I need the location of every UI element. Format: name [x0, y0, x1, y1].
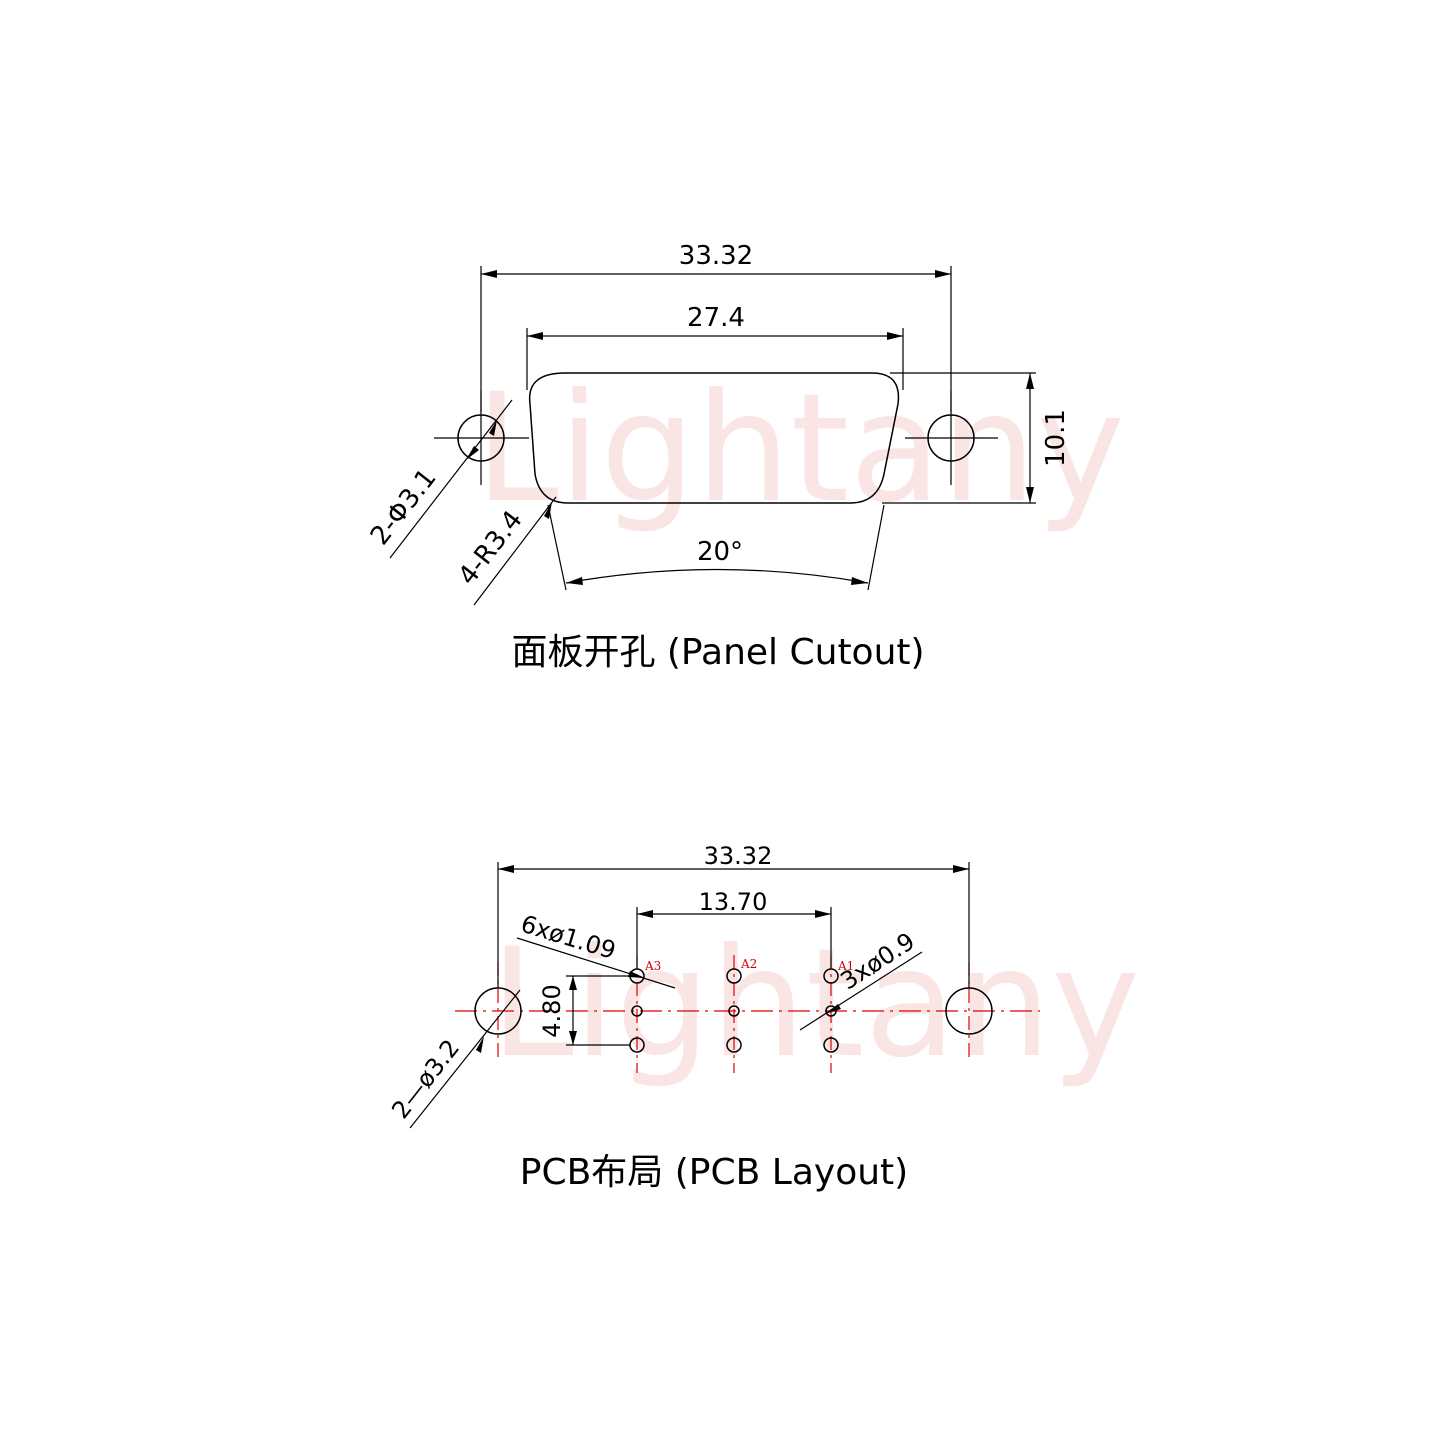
- pcb-pin-hole: [825, 1005, 837, 1017]
- d-sub-opening: [528, 372, 900, 504]
- pcb-overall-width: 33.32: [704, 842, 773, 870]
- panel-hole-diameter: 2-Φ3.1: [365, 463, 443, 551]
- pcb-row-pitch: 4.80: [538, 984, 566, 1037]
- pcb-pin-hole: [726, 968, 742, 984]
- pcb-pin-hole: [631, 1005, 643, 1017]
- watermark-bottom: Lightany: [490, 917, 1140, 1091]
- pcb-pin-hole: [823, 1037, 839, 1053]
- pcb-caption: PCB布局 (PCB Layout): [520, 1152, 908, 1193]
- panel-opening-height: 10.1: [1041, 409, 1071, 467]
- pcb-pin-hole: [823, 968, 839, 984]
- pcb-pin-span: 13.70: [699, 888, 768, 916]
- pin-label-a1: A1: [837, 959, 854, 973]
- pcb-pin-hole: [728, 1005, 740, 1017]
- pcb-mount-hole-diameter: 2—ø3.2: [386, 1034, 465, 1124]
- panel-caption: 面板开孔 (Panel Cutout): [511, 632, 924, 673]
- panel-opening-width: 27.4: [687, 303, 745, 333]
- pcb-pin-hole: [726, 1037, 742, 1053]
- watermark-top: Lightany: [475, 362, 1125, 536]
- pin-label-a2: A2: [740, 957, 757, 971]
- pin-label-a3: A3: [644, 959, 661, 973]
- panel-draft-angle: 20°: [697, 537, 743, 567]
- panel-overall-width: 33.32: [679, 241, 753, 271]
